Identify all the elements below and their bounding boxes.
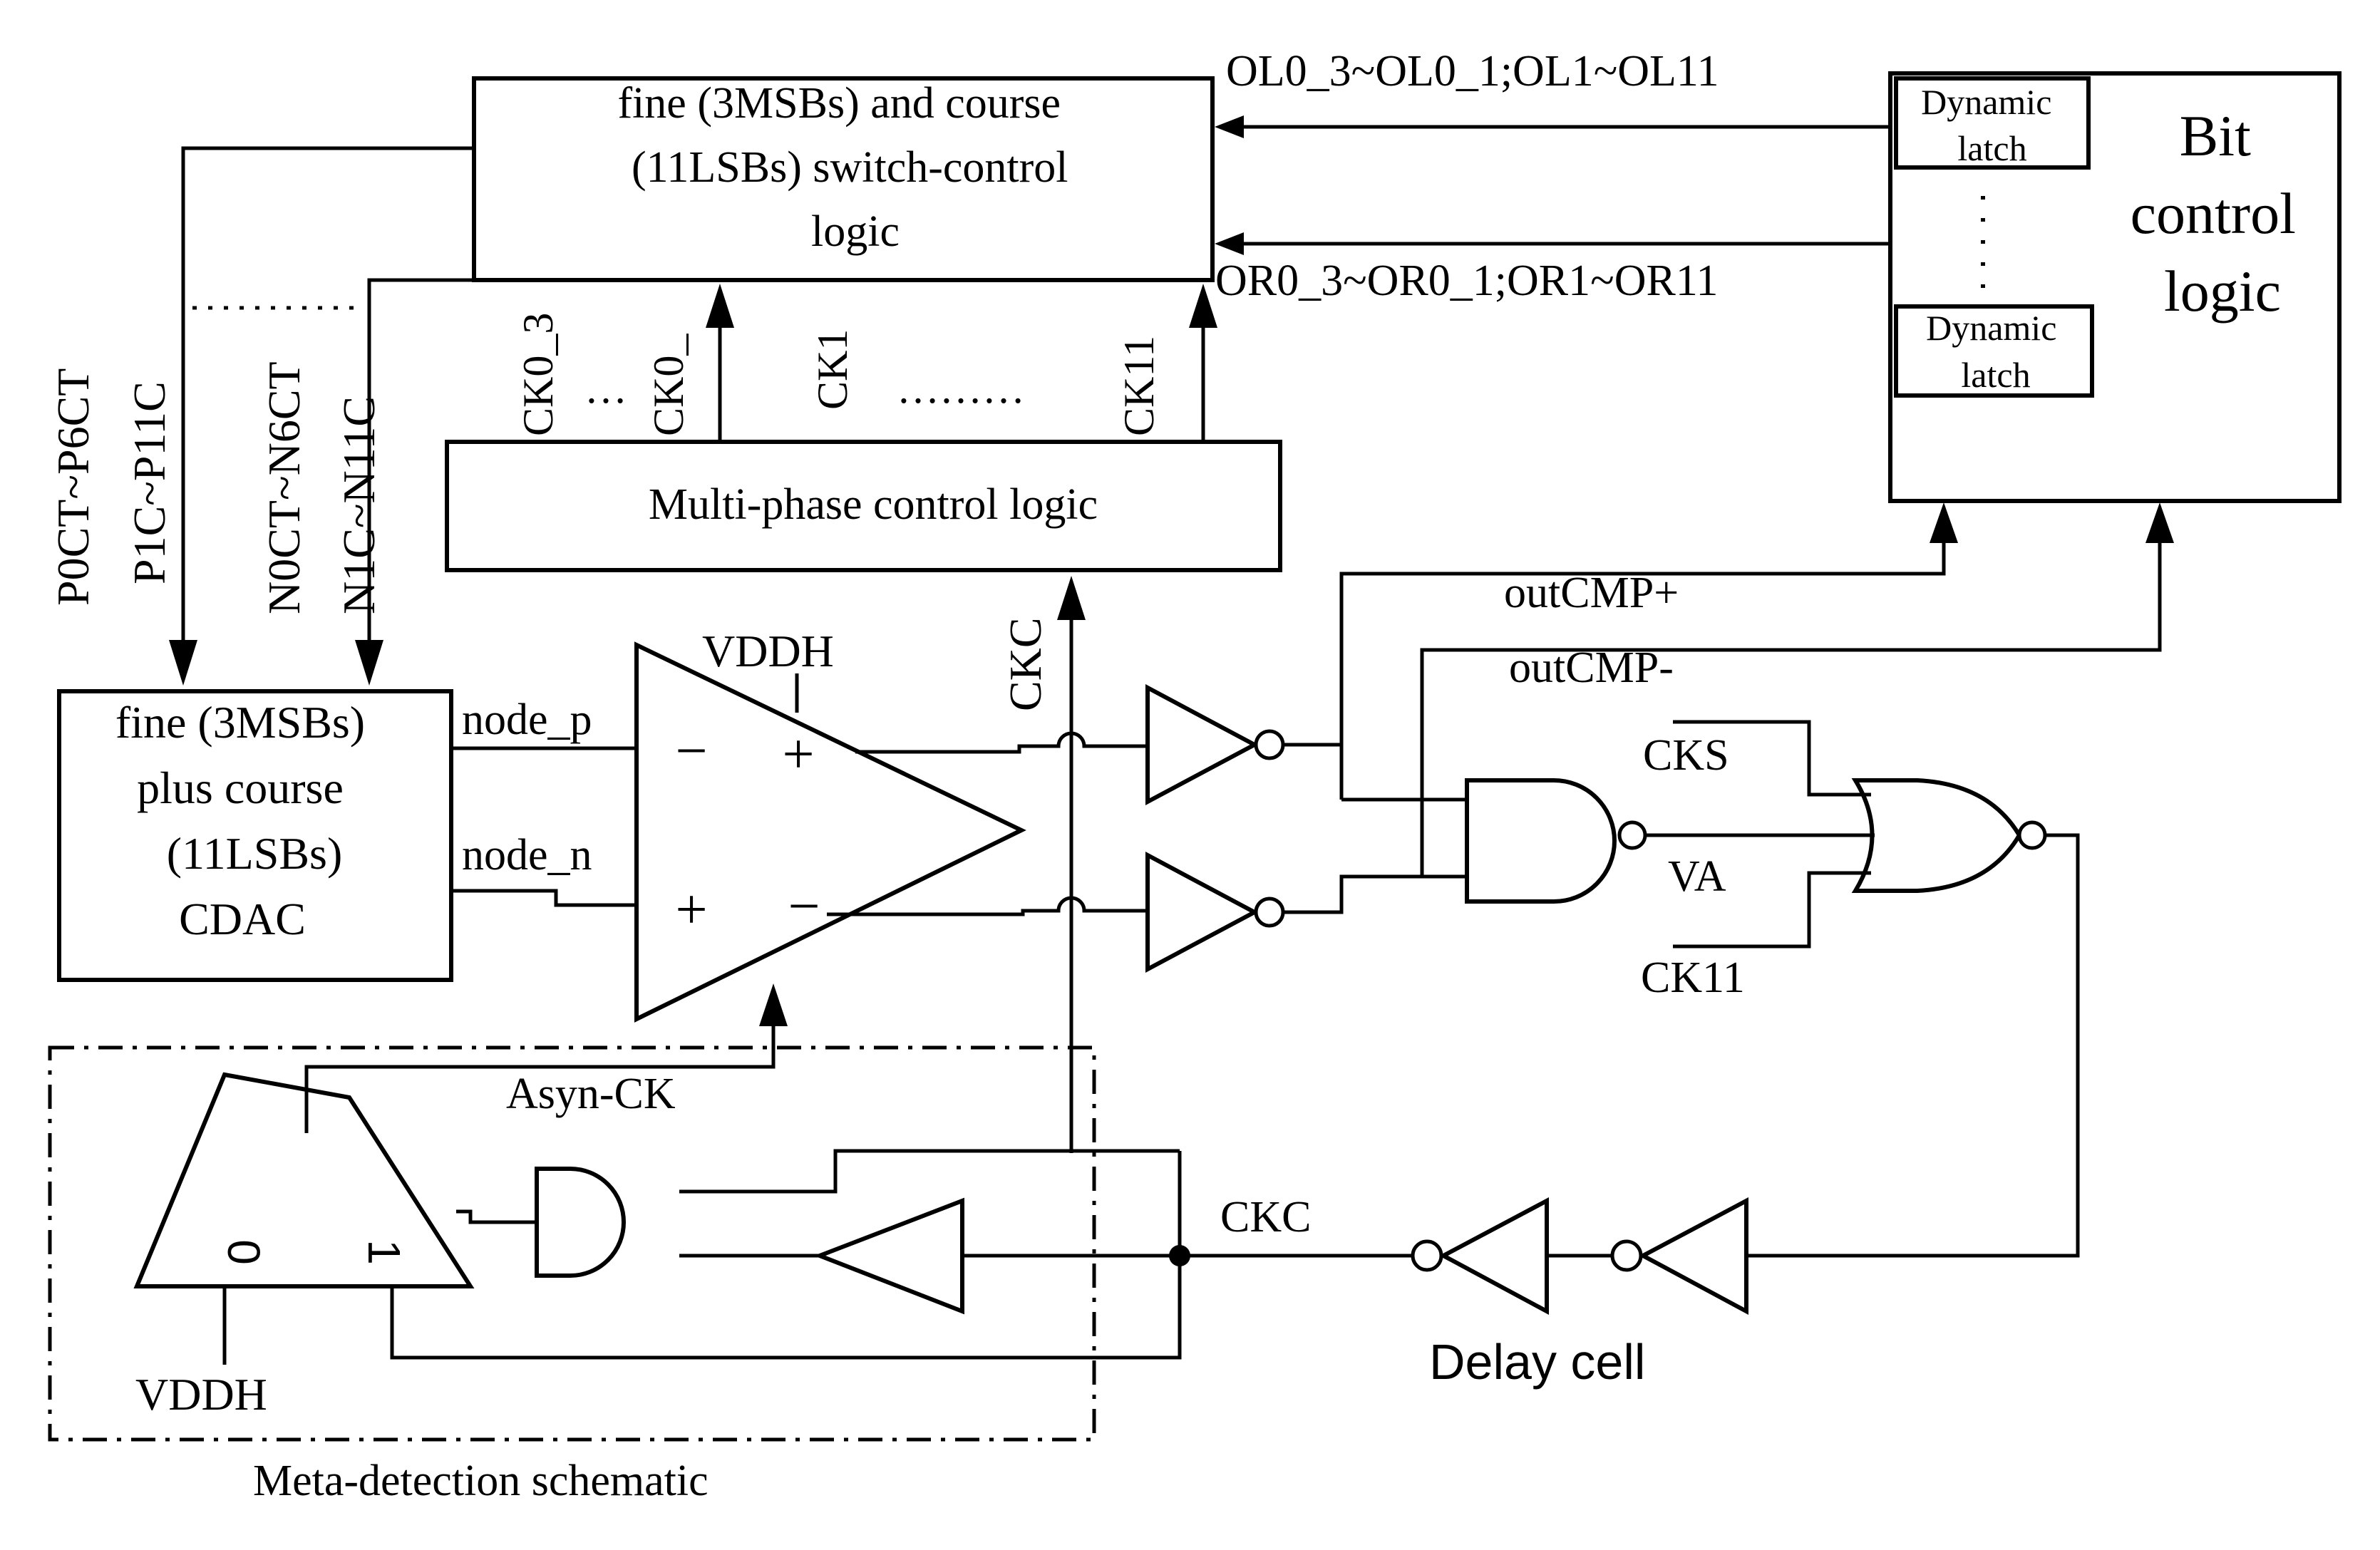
ck0-1-label: CK0_	[645, 334, 692, 436]
dynamic-latch-bottom	[1894, 304, 2094, 398]
cdac-label: fine (3MSBs) plus course (11LSBs) CDAC	[115, 697, 376, 944]
ol-bus-arrow	[1215, 115, 1244, 138]
dynamic-latch-top-label: Dynamic latch	[1921, 82, 2061, 168]
meta-mux	[133, 1072, 475, 1288]
ckc-label: CKC	[1220, 1193, 1311, 1241]
comparator	[634, 641, 1026, 1023]
comp-out-n-wire	[827, 896, 1148, 916]
ol-bus-label: OL0_3~OL0_1;OL1~OL11	[1226, 47, 1719, 95]
meta-detection-boundary	[48, 1045, 1096, 1442]
n-bus-arrow	[355, 640, 383, 686]
comparator-plus-top: +	[782, 723, 814, 786]
ck11-vertical-label: CK11	[1116, 336, 1163, 436]
delay-inverter-2-bubble	[1411, 1239, 1443, 1272]
bit-control-logic-label: Bit control logic	[2131, 103, 2311, 324]
mux-in1-wire	[390, 1151, 1182, 1360]
delay-cell-label: Delay cell	[1429, 1334, 1645, 1390]
nor-gate-bubble	[2017, 820, 2047, 850]
p-bus-wire	[181, 146, 474, 640]
mux-vddh-label: VDDH	[135, 1369, 267, 1420]
p-bus-label-1: P0CT~P6CT	[48, 368, 98, 606]
outcmp-p-label: outCMP+	[1504, 569, 1679, 617]
dynamic-latch-top	[1894, 76, 2091, 170]
node-n-label: node_n	[462, 831, 592, 879]
cks-wire	[1673, 720, 1871, 797]
comparator-minus-top: −	[675, 720, 707, 782]
nor-gate	[1851, 778, 2022, 893]
nand-gate-bubble	[1617, 820, 1647, 850]
comp-out-p-wire	[855, 731, 1148, 754]
delay-inverter-1	[1638, 1197, 1748, 1316]
inverter-outcmp-n-bubble	[1254, 897, 1285, 928]
n-bus-wire	[367, 278, 1212, 640]
ck1-label: CK1	[809, 329, 856, 410]
ck0-3-label: CK0_3	[515, 313, 562, 436]
bit-control-logic-block	[1888, 71, 2342, 503]
comparator-minus-bottom: −	[788, 875, 820, 938]
ckc-up-arrow	[1057, 576, 1086, 620]
meta-detection-label: Meta-detection schematic	[253, 1457, 709, 1505]
ckc-vertical-label: CKC	[1000, 617, 1051, 711]
ck-mid-dots-label: ………	[897, 365, 1025, 412]
outcmp-n-label: outCMP-	[1509, 644, 1674, 692]
delay-inverter-1-bubble	[1610, 1239, 1643, 1272]
outcmp-p-wire	[1339, 542, 1946, 800]
inverter-outcmp-p-bubble	[1254, 729, 1285, 760]
and-in-a-wire	[679, 1149, 1180, 1194]
delay-inverter-2	[1438, 1197, 1549, 1316]
n-bus-label-2: N1C~N11C	[334, 396, 384, 614]
asyn-ck-arrow	[759, 983, 788, 1026]
inverter-outcmp-p	[1145, 684, 1259, 805]
ck0-1-arrow	[706, 284, 734, 328]
mux-input-0-label: 0	[218, 1239, 269, 1265]
cks-label: CKS	[1643, 731, 1729, 780]
asyn-ck-label: Asyn-CK	[506, 1070, 676, 1118]
va-label: VA	[1668, 852, 1726, 901]
comparator-plus-bottom: +	[675, 879, 707, 941]
outcmp-n-wire	[1420, 542, 2162, 877]
switch-control-logic-label: fine (3MSBs) and course (11LSBs) switch-…	[617, 79, 1079, 256]
nand-gate	[1465, 778, 1617, 904]
dynamic-latch-bottom-label: Dynamic latch	[1926, 308, 2066, 395]
asyn-ck-wire	[304, 1023, 776, 1133]
ck-dots-label: …	[584, 365, 627, 412]
n-bus-label-1: N0CT~N6CT	[259, 361, 309, 614]
p-bus-arrow	[169, 640, 197, 686]
ck11-arrow	[1189, 284, 1217, 328]
cdac-block	[57, 689, 453, 982]
ck11-wire	[1673, 871, 1871, 949]
mux-sel-wire	[456, 1209, 537, 1224]
node-n-wire	[451, 889, 637, 907]
comparator-vddh-label: VDDH	[702, 626, 834, 676]
node-p-label: node_p	[462, 696, 592, 744]
multi-phase-control-logic-label: Multi-phase control logic	[649, 480, 1098, 529]
meta-buffer	[813, 1197, 964, 1315]
p-bus-label-2: P1C~P11C	[124, 381, 175, 584]
nor-out-wire	[1746, 833, 2080, 1258]
outcmp-n-arrow	[2145, 502, 2174, 543]
mux-input-1-label: 1	[359, 1239, 410, 1265]
multi-phase-control-logic-block	[445, 440, 1282, 572]
outcmp-p-arrow	[1930, 502, 1958, 543]
ck11-label: CK11	[1641, 954, 1745, 1002]
meta-and-gate	[535, 1167, 626, 1278]
or-bus-label: OR0_3~OR0_1;OR1~OR11	[1215, 257, 1719, 305]
or-bus-arrow	[1215, 232, 1244, 255]
outcmp-n-stub	[1283, 874, 1467, 914]
inverter-outcmp-n	[1145, 852, 1259, 973]
